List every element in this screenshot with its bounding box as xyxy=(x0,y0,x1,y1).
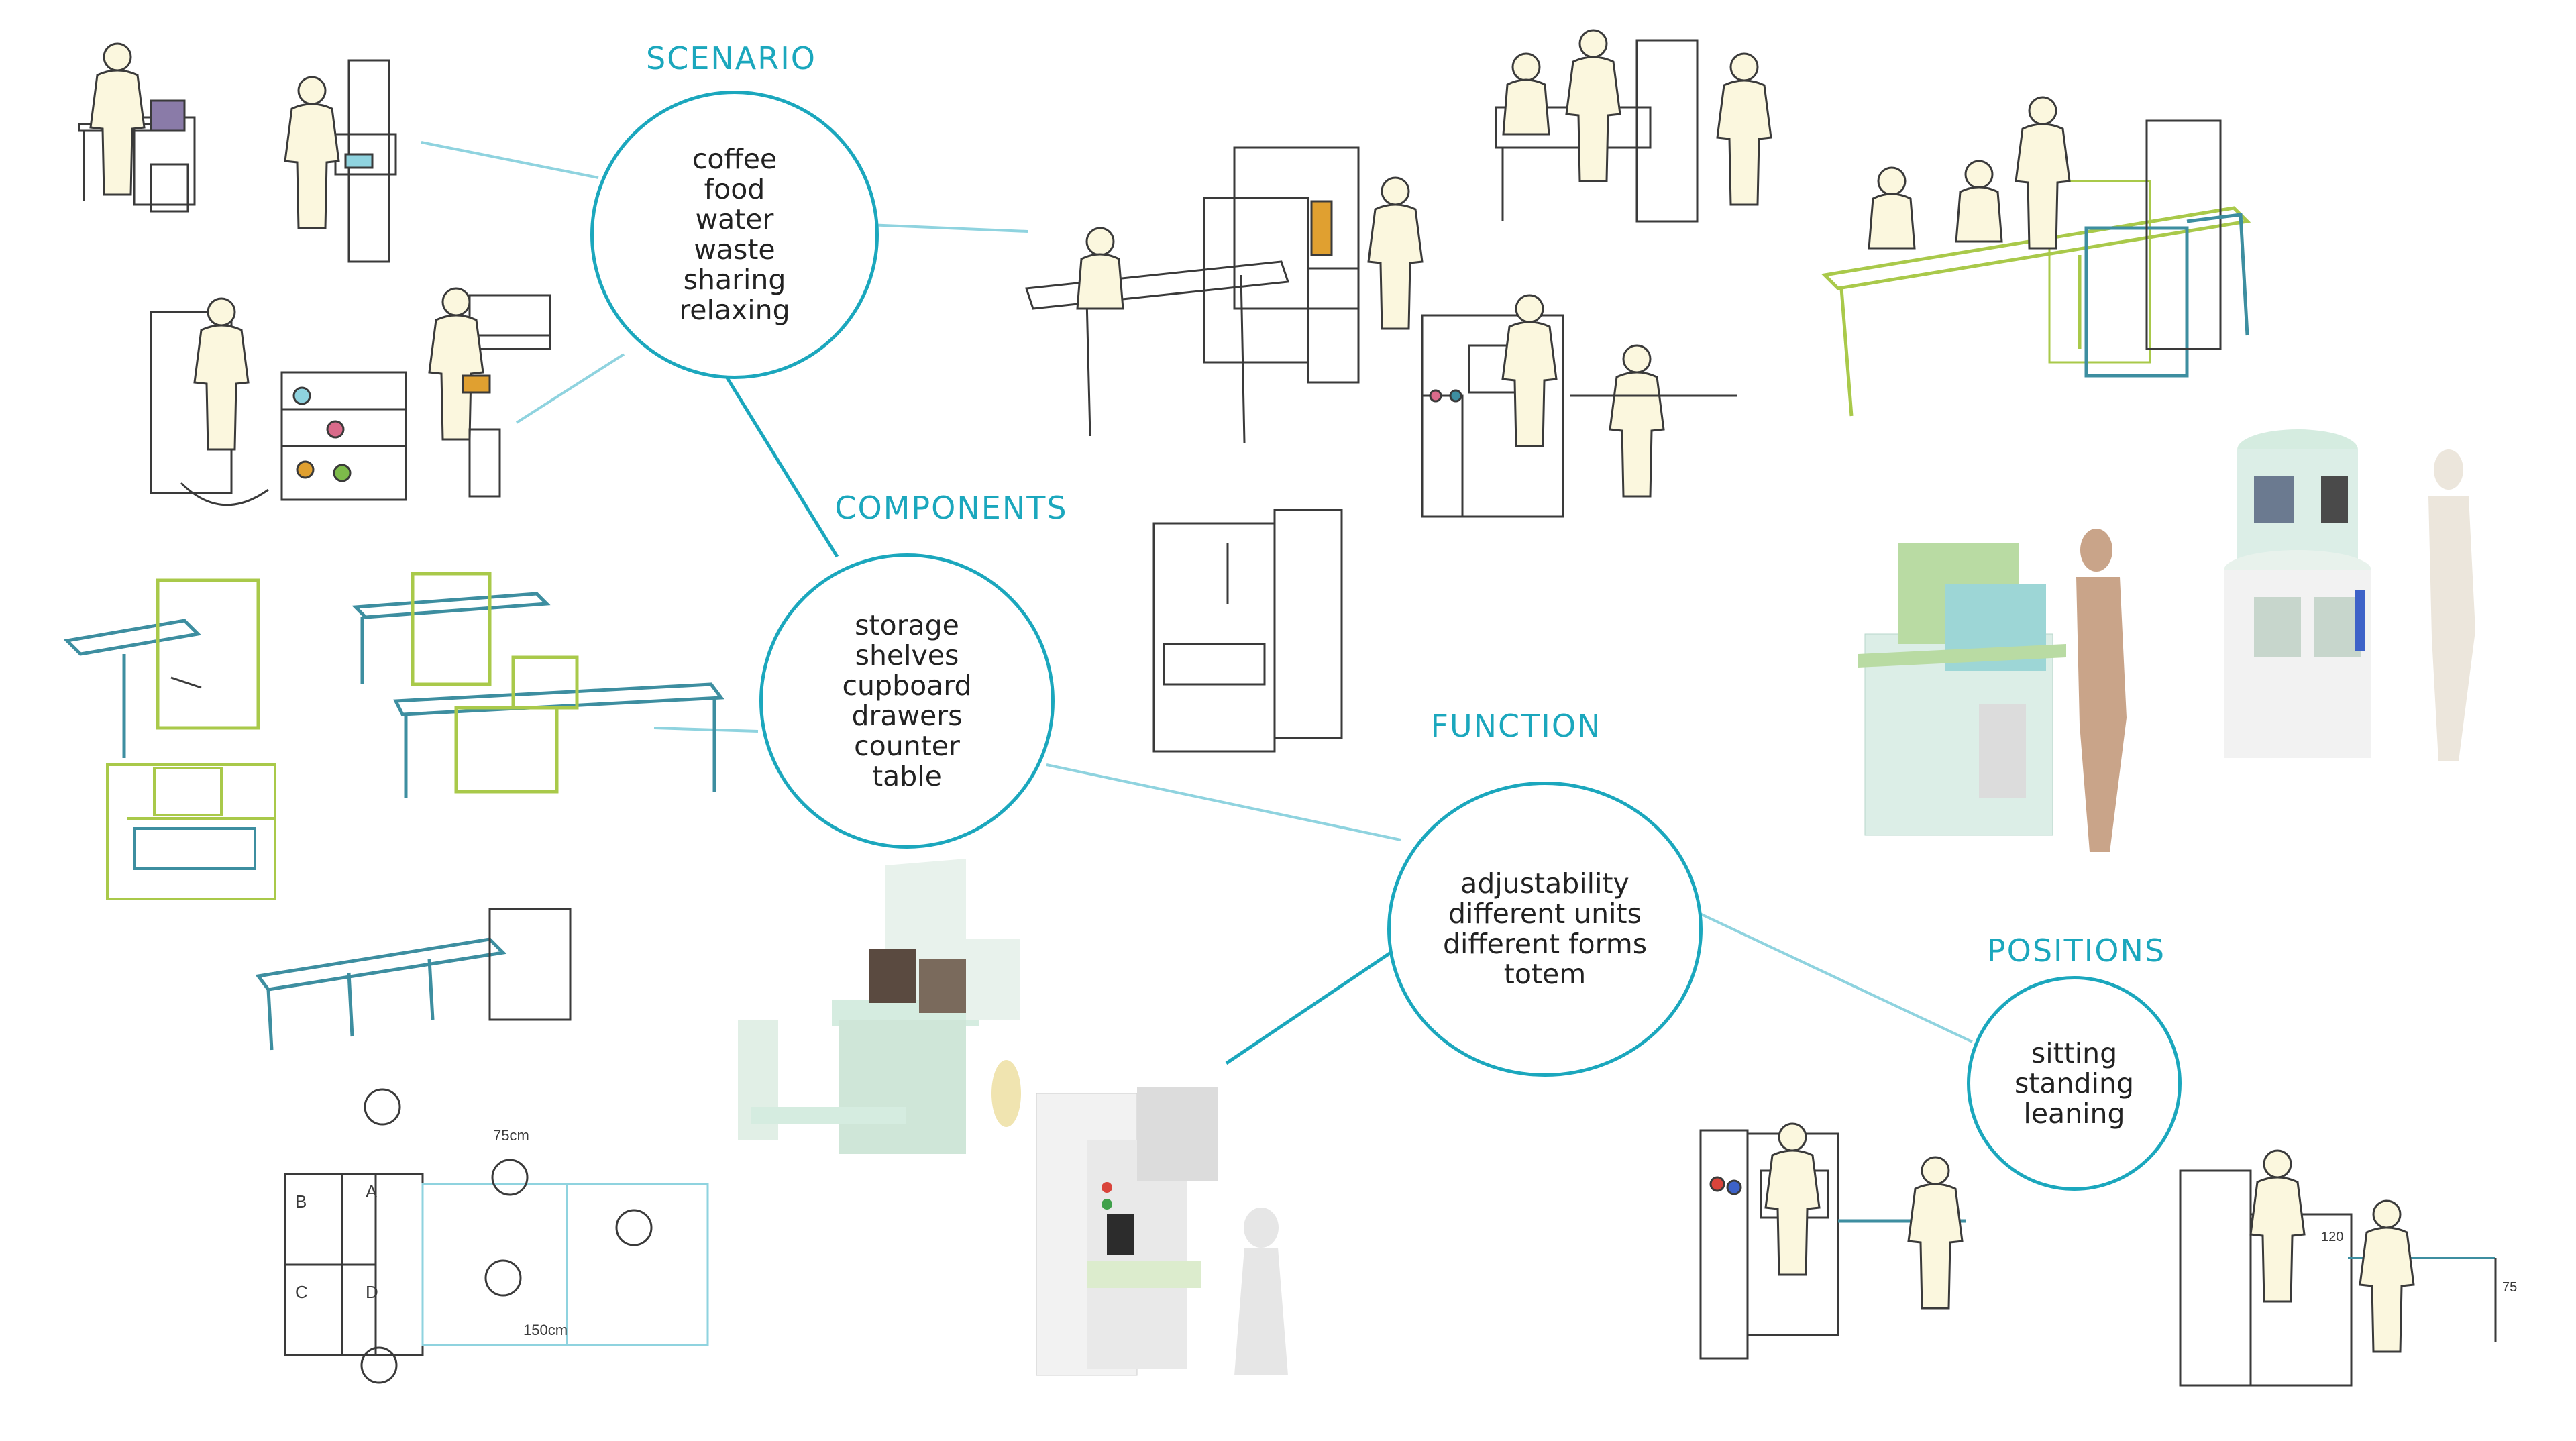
scenario-heading: SCENARIO xyxy=(646,40,816,76)
components-item: cupboard xyxy=(842,670,972,702)
function-item: different units xyxy=(1448,898,1642,930)
sketch-kitchen-counter xyxy=(1024,146,1424,443)
sketch-shelf-scene xyxy=(428,287,551,498)
render-mint-counter xyxy=(738,859,1021,1154)
scenario-item: relaxing xyxy=(679,294,790,326)
sketch-cooking-scene xyxy=(78,42,196,213)
sketch-fridge-scene xyxy=(150,297,407,506)
sketch-sink-scene xyxy=(284,59,397,263)
scenario-item-list: coffee food water waste sharing relaxing xyxy=(679,144,790,325)
plan-dim-150cm: 150cm xyxy=(523,1322,568,1338)
sketch-long-table xyxy=(255,908,572,1051)
plan-cell-b: B xyxy=(295,1191,307,1212)
positions-item-list: sitting standing leaning xyxy=(2015,1038,2134,1129)
connector-lines xyxy=(421,141,1973,1043)
sketch-floor-plan: B A C D 75cm 150cm xyxy=(284,1088,709,1384)
height-120-label: 120 xyxy=(2321,1230,2343,1244)
connector-scenario-components xyxy=(724,374,839,558)
connector-scenario-kitchen xyxy=(867,223,1028,233)
components-item: drawers xyxy=(851,700,963,732)
plan-cell-a: A xyxy=(366,1181,378,1202)
scenario-item: water xyxy=(695,203,774,235)
connector-function-positions xyxy=(1697,911,1973,1043)
components-item: table xyxy=(872,760,942,792)
function-item: adjustability xyxy=(1460,867,1629,900)
scenario-item: coffee xyxy=(692,143,777,175)
sketch-standing-unit xyxy=(1699,1122,1966,1360)
connector-scenario-sketch-a xyxy=(421,141,599,179)
sketch-counter-modules xyxy=(352,572,724,798)
components-item: storage xyxy=(855,609,959,641)
connector-lines-dark xyxy=(724,374,1394,1065)
components-item: counter xyxy=(854,730,960,762)
connector-scenario-sketch-b xyxy=(515,353,625,424)
positions-node: sitting standing leaning xyxy=(1967,976,2182,1191)
render-green-kiosk xyxy=(1858,529,2127,852)
sketch-drawer-unit xyxy=(106,763,276,900)
components-node: storage shelves cupboard drawers counter… xyxy=(759,553,1055,849)
components-item-list: storage shelves cupboard drawers counter… xyxy=(843,610,972,792)
sketch-kitchen-microwave xyxy=(1421,294,1737,518)
scenario-node: coffee food water waste sharing relaxing xyxy=(590,91,879,379)
connector-function-render xyxy=(1225,949,1394,1065)
positions-item: sitting xyxy=(2031,1036,2118,1069)
function-node: adjustability different units different … xyxy=(1387,782,1703,1077)
positions-item: standing xyxy=(2015,1067,2134,1100)
components-heading: COMPONENTS xyxy=(835,490,1068,526)
function-heading: FUNCTION xyxy=(1430,708,1602,744)
plan-cell-d: D xyxy=(366,1282,378,1302)
height-75-label: 75 xyxy=(2502,1280,2517,1295)
sketch-kitchen-top xyxy=(1495,29,1772,223)
render-white-kitchen xyxy=(1036,1087,1288,1376)
plan-cell-c: C xyxy=(295,1282,308,1302)
sketch-compact-kitchen xyxy=(1152,509,1343,753)
sketch-shared-bench xyxy=(1821,96,2251,417)
scenario-item: food xyxy=(704,173,765,205)
positions-item: leaning xyxy=(2023,1097,2125,1130)
function-item: different forms xyxy=(1442,928,1648,960)
connector-components-function xyxy=(1046,763,1401,841)
plan-dim-75cm: 75cm xyxy=(493,1127,529,1144)
sketch-fold-table xyxy=(63,578,260,758)
scenario-item: waste xyxy=(694,233,775,266)
scenario-item: sharing xyxy=(683,264,786,296)
render-totem xyxy=(2224,429,2475,761)
function-item-list: adjustability different units different … xyxy=(1443,869,1647,990)
sketch-height-unit: 120 75 xyxy=(2179,1149,2517,1387)
components-item: shelves xyxy=(855,639,959,672)
connector-components-sketch xyxy=(653,727,759,733)
positions-heading: POSITIONS xyxy=(1986,932,2166,969)
function-item: totem xyxy=(1503,958,1587,990)
